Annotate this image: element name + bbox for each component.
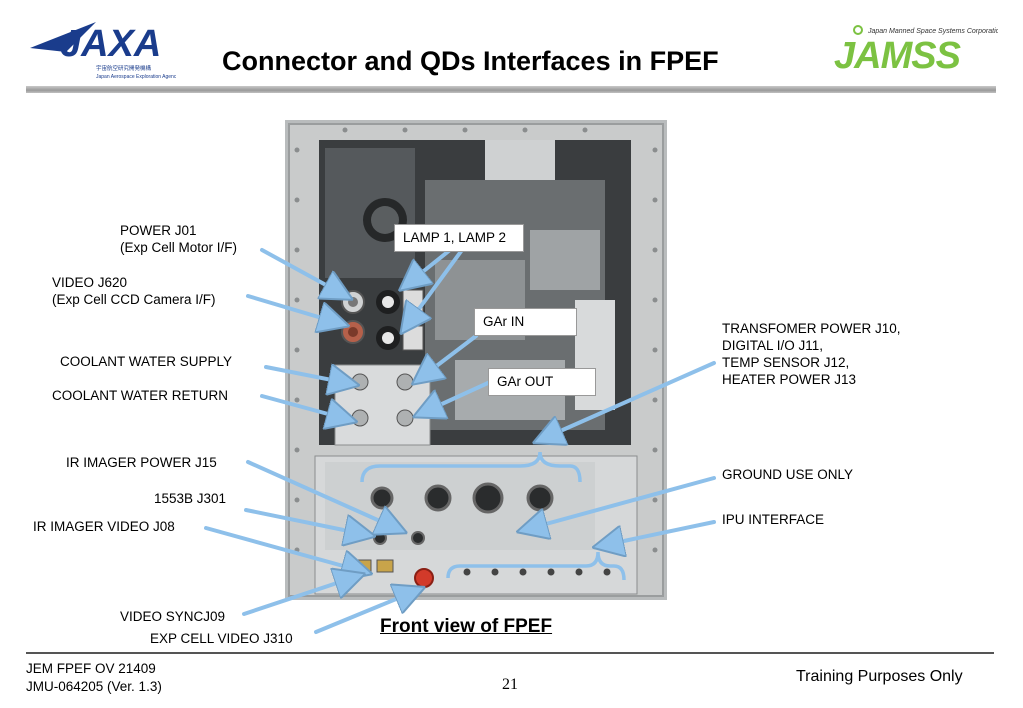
label-gar-out: GAr OUT <box>488 368 596 396</box>
footer-doc-info: JEM FPEF OV 21409 JMU-064205 (Ver. 1.3) <box>26 660 162 696</box>
label-ir-imager-power: IR IMAGER POWER J15 <box>66 455 217 470</box>
label-ipu-interface: IPU INTERFACE <box>722 512 825 527</box>
footer-divider <box>26 652 994 654</box>
footer-notice: Training Purposes Only <box>796 668 963 685</box>
fpef-front-photo <box>285 120 667 600</box>
svg-text:JAXA: JAXA <box>60 23 161 65</box>
label-coolant-water-supply: COOLANT WATER SUPPLY <box>60 354 233 369</box>
label-video-sync: VIDEO SYNCJ09 <box>120 609 226 624</box>
label-1553b: 1553B J301 <box>154 491 227 506</box>
svg-text:Japan Aerospace Exploration Ag: Japan Aerospace Exploration Agency <box>96 74 176 80</box>
label-exp-cell-video: EXP CELL VIDEO J310 <box>150 631 293 646</box>
label-ground-use-only: GROUND USE ONLY <box>722 467 854 482</box>
footer-doc-id: JEM FPEF OV 21409 <box>26 661 156 676</box>
label-lamp: LAMP 1, LAMP 2 <box>394 224 524 252</box>
footer-doc-rev: JMU-064205 (Ver. 1.3) <box>26 679 162 694</box>
page-number: 21 <box>502 676 518 693</box>
label-coolant-water-return: COOLANT WATER RETURN <box>52 388 229 403</box>
figure-caption: Front view of FPEF <box>380 616 553 637</box>
svg-text:Japan Manned Space Systems Cor: Japan Manned Space Systems Corporation <box>867 28 998 35</box>
label-gar-in: GAr IN <box>474 308 577 336</box>
header-divider <box>26 86 996 93</box>
svg-text:JAMSS: JAMSS <box>834 35 961 74</box>
jaxa-logo: JAXA 宇宙航空研究開発機構 Japan Aerospace Explorat… <box>30 22 176 80</box>
page-title: Connector and QDs Interfaces in FPEF <box>222 46 719 76</box>
label-video-j620: VIDEO J620 (Exp Cell CCD Camera I/F) <box>52 275 216 307</box>
svg-text:宇宙航空研究開発機構: 宇宙航空研究開発機構 <box>96 64 152 72</box>
jamss-logo: Japan Manned Space Systems Corporation J… <box>834 25 998 74</box>
label-transformer-power: TRANSFOMER POWER J10, DIGITAL I/O J11, T… <box>722 321 901 387</box>
label-power-j01: POWER J01 (Exp Cell Motor I/F) <box>120 223 238 255</box>
label-ir-imager-video: IR IMAGER VIDEO J08 <box>33 519 175 534</box>
